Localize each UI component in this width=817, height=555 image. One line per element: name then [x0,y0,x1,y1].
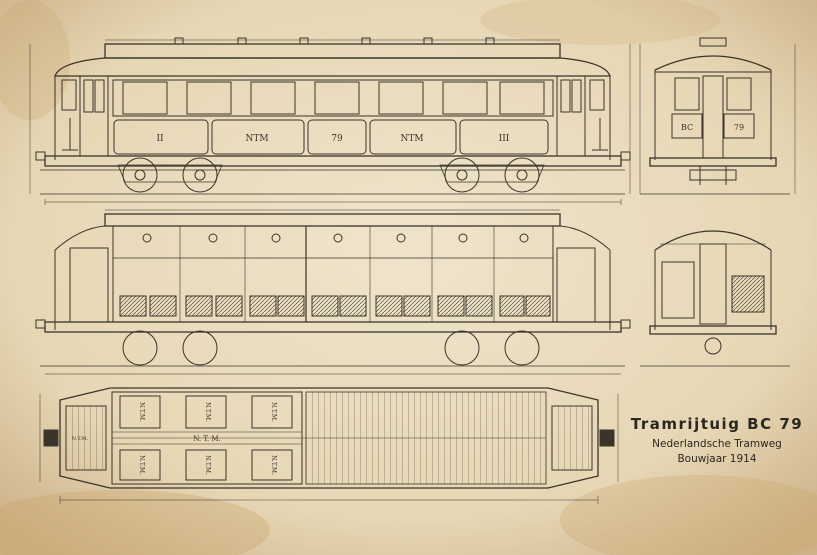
title-block: Tramrijtuig BC 79 Nederlandsche Tramweg … [622,415,812,465]
floor-mark: N.T.M. [72,436,89,442]
end-class-code: BC [681,123,693,132]
side-class-mark: III [499,134,510,144]
side-car-number: 79 [331,134,343,144]
end-car-number: 79 [734,123,744,132]
floor-mark: N.T.M. [138,455,145,475]
paper-stain [560,475,817,555]
floor-mark: N.T.M. [204,455,211,475]
section-view-drawing [35,209,631,375]
build-year: Bouwjaar 1914 [677,453,757,465]
floor-mark: N.T.M. [270,455,277,475]
end-view-exterior-drawing [639,37,796,195]
paper-stain [0,490,270,555]
drawing-subtitle: Nederlandsche Tramweg [652,438,782,450]
floor-mark: N.T.M. [270,402,277,422]
floor-mark: N.T.M. [138,402,145,422]
floor-plan-drawing [39,387,619,504]
floor-center-mark: N. T. M. [193,435,221,443]
side-class-mark: II [156,134,164,144]
side-elevation-drawing [29,37,631,205]
floor-mark: N.T.M. [204,402,211,422]
side-company-mark: NTM [245,134,268,144]
paper-stain [480,0,720,45]
paper-stain [0,0,70,120]
drawing-title: Tramrijtuig BC 79 [630,415,804,433]
side-company-mark: NTM [400,134,423,144]
end-view-section-drawing [640,230,790,367]
